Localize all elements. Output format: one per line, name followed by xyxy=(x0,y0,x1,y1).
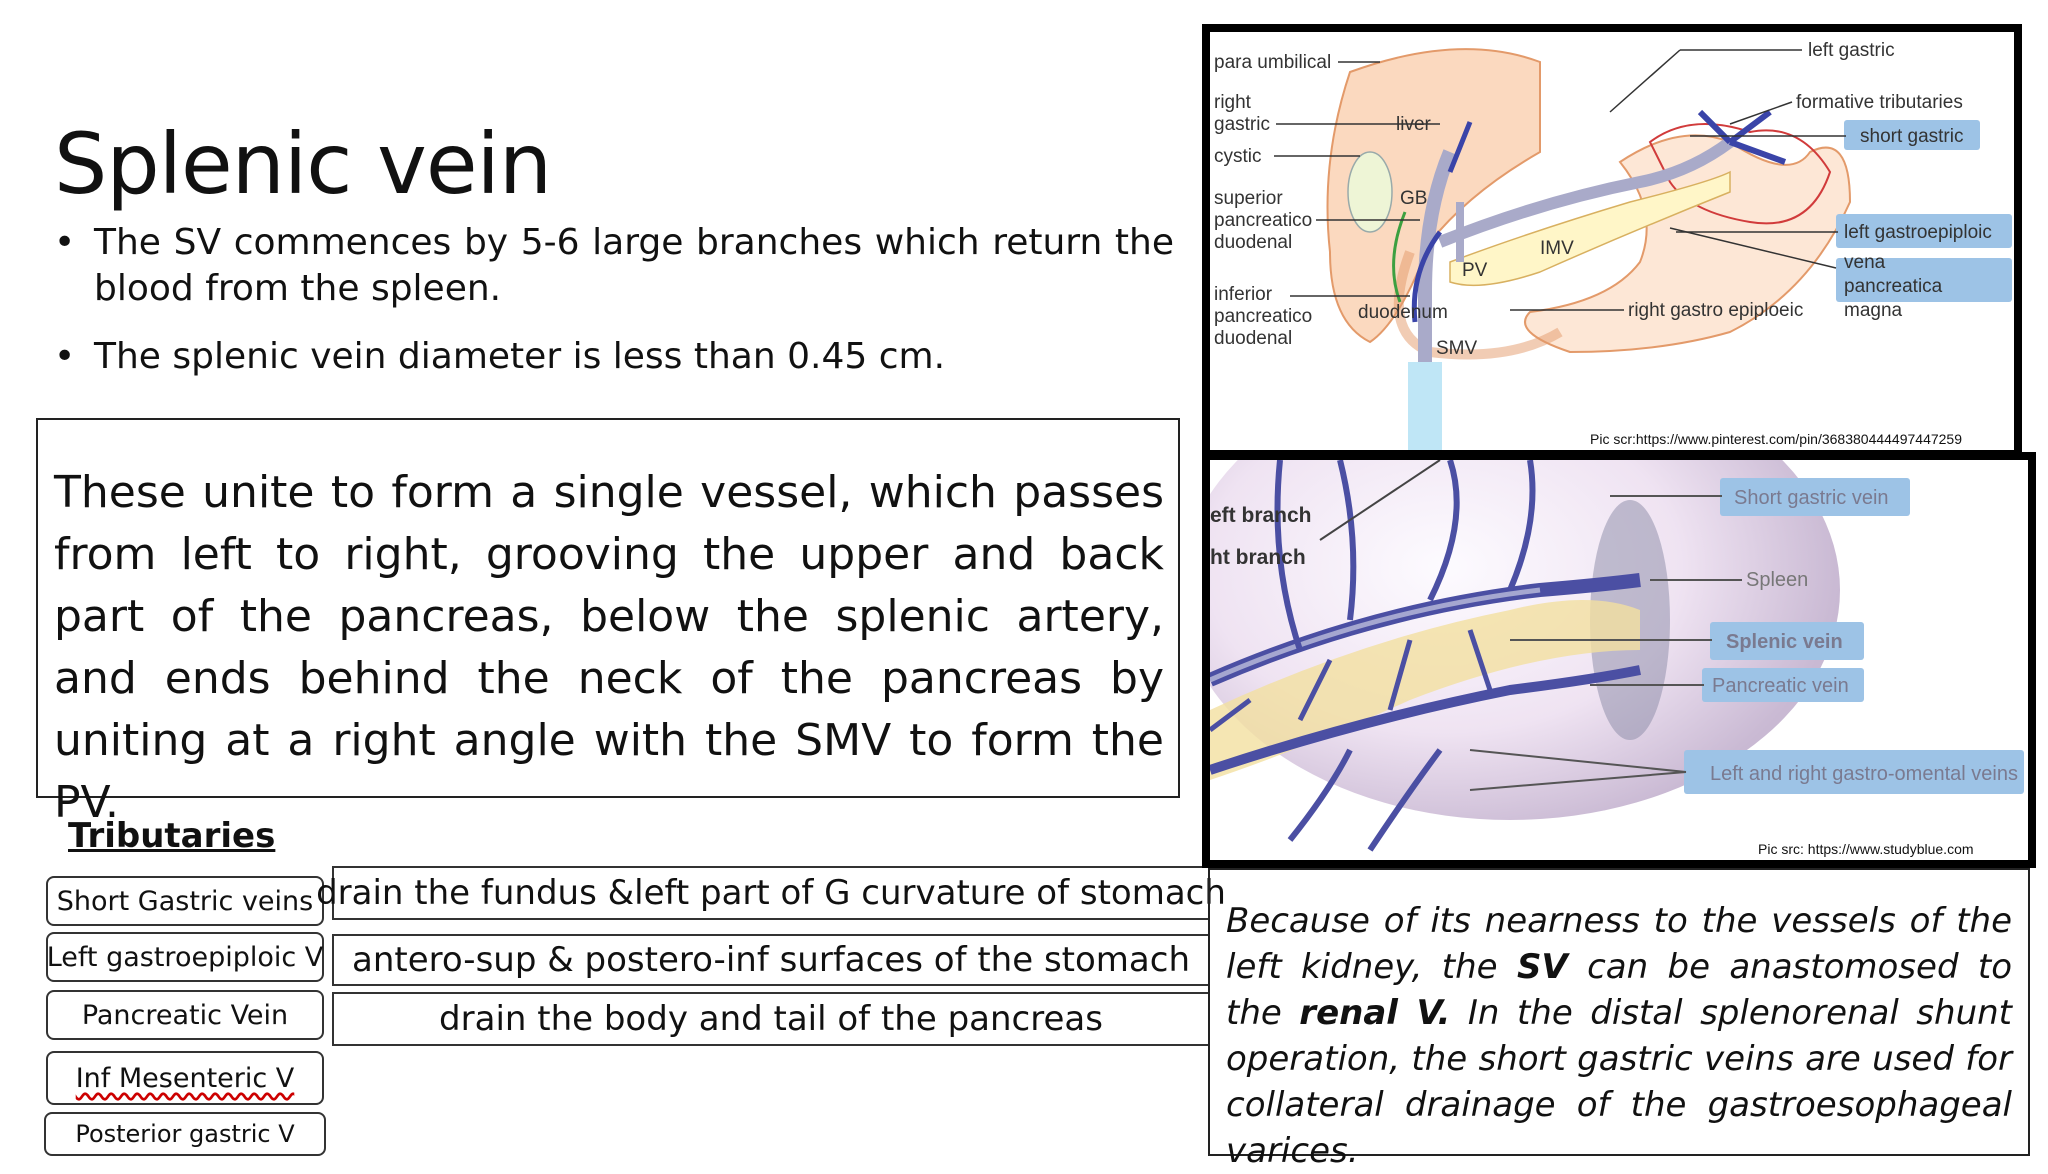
label-left-gastric: left gastric xyxy=(1808,40,1895,61)
source-credit: Pic scr:https://www.pinterest.com/pin/36… xyxy=(1590,431,1962,447)
clinical-note-box: Because of its nearness to the vessels o… xyxy=(1208,868,2030,1171)
label-vena: vena xyxy=(1844,252,1886,273)
label-gastro-omental: Left and right gastro-omental veins xyxy=(1710,763,2018,785)
label-formative-tributaries: formative tributaries xyxy=(1796,92,1963,113)
label-right-branch: ht branch xyxy=(1210,546,1306,569)
label-pancreatica: pancreatica xyxy=(1844,276,1943,297)
label-pancreatico: pancreatico xyxy=(1214,306,1312,327)
slide-title: Splenic vein xyxy=(54,115,552,213)
vessel-description-box: These unite to form a single vessel, whi… xyxy=(36,418,1180,828)
vessel-description-text: These unite to form a single vessel, whi… xyxy=(54,467,1164,828)
tributary-name: Short Gastric veins xyxy=(46,876,324,926)
label-cystic: cystic xyxy=(1214,146,1262,167)
label-pancreatic-vein: Pancreatic vein xyxy=(1712,675,1849,697)
tributary-name: Posterior gastric V xyxy=(44,1112,326,1156)
label-duodenal: duodenal xyxy=(1214,232,1292,253)
note-sv: SV xyxy=(1516,947,1568,987)
label-imv: IMV xyxy=(1540,238,1574,259)
tributary-name: Pancreatic Vein xyxy=(46,990,324,1040)
splenic-vein xyxy=(1437,137,1734,248)
highlight-left-gastroepiploic xyxy=(1836,214,2012,248)
label-line xyxy=(1469,771,1687,791)
pancreatic-branches xyxy=(1210,629,1493,732)
note-renal: renal V. xyxy=(1299,993,1451,1033)
label-line xyxy=(1669,227,1837,269)
label-left-branch: eft branch xyxy=(1210,504,1312,527)
spleen-vein-diagram-svg: eft branch ht branch Short gastric vein … xyxy=(1210,460,2028,860)
label-splenic-vein: Splenic vein xyxy=(1726,631,1843,653)
tributary-name: Left gastroepiploic V xyxy=(46,932,324,982)
highlight-gastro-omental xyxy=(1684,750,2024,794)
label-pancreatico: pancreatico xyxy=(1214,210,1312,231)
label-line xyxy=(1319,460,1441,541)
label-liver: liver xyxy=(1396,114,1432,135)
label-line xyxy=(1609,49,1681,113)
label-magna: magna xyxy=(1844,300,1903,321)
highlight-vena-pancreatica xyxy=(1836,258,2012,302)
label-right: right xyxy=(1214,92,1252,113)
label-right-gastro-epiploeic: right gastro epiploeic xyxy=(1628,300,1803,321)
label-para-umbilical: para umbilical xyxy=(1214,52,1331,73)
bullet-item: The SV commences by 5-6 large branches w… xyxy=(54,220,1174,312)
smv-shape xyxy=(1408,362,1442,450)
gastro-omental-vein xyxy=(1210,665,1641,775)
highlight-pancreatic-vein xyxy=(1702,668,1864,702)
tributary-name-text: Inf Mesenteric V xyxy=(75,1062,295,1094)
tributary-description: drain the body and tail of the pancreas xyxy=(332,992,1210,1046)
portal-vein-diagram-svg: para umbilical right gastric cystic supe… xyxy=(1214,40,2012,450)
label-duodenal: duodenal xyxy=(1214,328,1292,349)
note-text: Because of its nearness to the vessels o… xyxy=(1226,901,2012,987)
highlight-short-gastric-vein xyxy=(1720,478,1910,516)
tributary-description: drain the fundus &left part of G curvatu… xyxy=(316,866,1226,920)
highlight-short-gastric xyxy=(1844,120,1980,150)
label-short-gastric: short gastric xyxy=(1860,126,1963,147)
lower-branches xyxy=(1287,748,1443,852)
label-smv: SMV xyxy=(1436,338,1478,359)
portal-vein xyxy=(1418,149,1457,432)
label-line xyxy=(1729,101,1793,125)
label-superior: superior xyxy=(1214,188,1283,209)
tributary-description: antero-sup & postero-inf surfaces of the… xyxy=(332,934,1210,986)
blue-tributaries xyxy=(1411,121,1473,323)
bile-duct xyxy=(1392,211,1407,303)
label-inferior: inferior xyxy=(1214,284,1273,305)
label-short-gastric-vein: Short gastric vein xyxy=(1734,487,1889,509)
source-credit: Pic src: https://www.studyblue.com xyxy=(1758,841,1974,857)
tributary-name: Inf Mesenteric V xyxy=(46,1051,324,1105)
label-spleen: Spleen xyxy=(1746,569,1808,591)
label-duodenum: duodenum xyxy=(1358,302,1448,323)
label-left-gastroepiploic: left gastroepiploic xyxy=(1844,222,1992,243)
gall-bladder-shape xyxy=(1347,151,1393,233)
label-gastric: gastric xyxy=(1214,114,1270,135)
label-gb: GB xyxy=(1400,188,1427,209)
bullet-item: The splenic vein diameter is less than 0… xyxy=(54,334,1174,380)
spleen-vein-diagram: eft branch ht branch Short gastric vein … xyxy=(1202,452,2036,868)
pancreas-shape xyxy=(1449,170,1731,287)
stomach-shape xyxy=(1524,134,1852,354)
short-gastric-branches xyxy=(1697,109,1787,165)
short-gastric-vessels xyxy=(1274,460,1536,651)
bullet-list: The SV commences by 5-6 large branches w… xyxy=(54,220,1174,380)
highlight-splenic-vein xyxy=(1710,622,1864,660)
label-pv: PV xyxy=(1462,260,1488,281)
splenic-vein-highlight xyxy=(1210,587,1541,683)
tributaries-heading: Tributaries xyxy=(68,816,276,856)
portal-vein-diagram: para umbilical right gastric cystic supe… xyxy=(1202,24,2022,458)
label-line xyxy=(1469,749,1687,773)
note-text: can be anastomosed to the xyxy=(1226,947,2012,1033)
